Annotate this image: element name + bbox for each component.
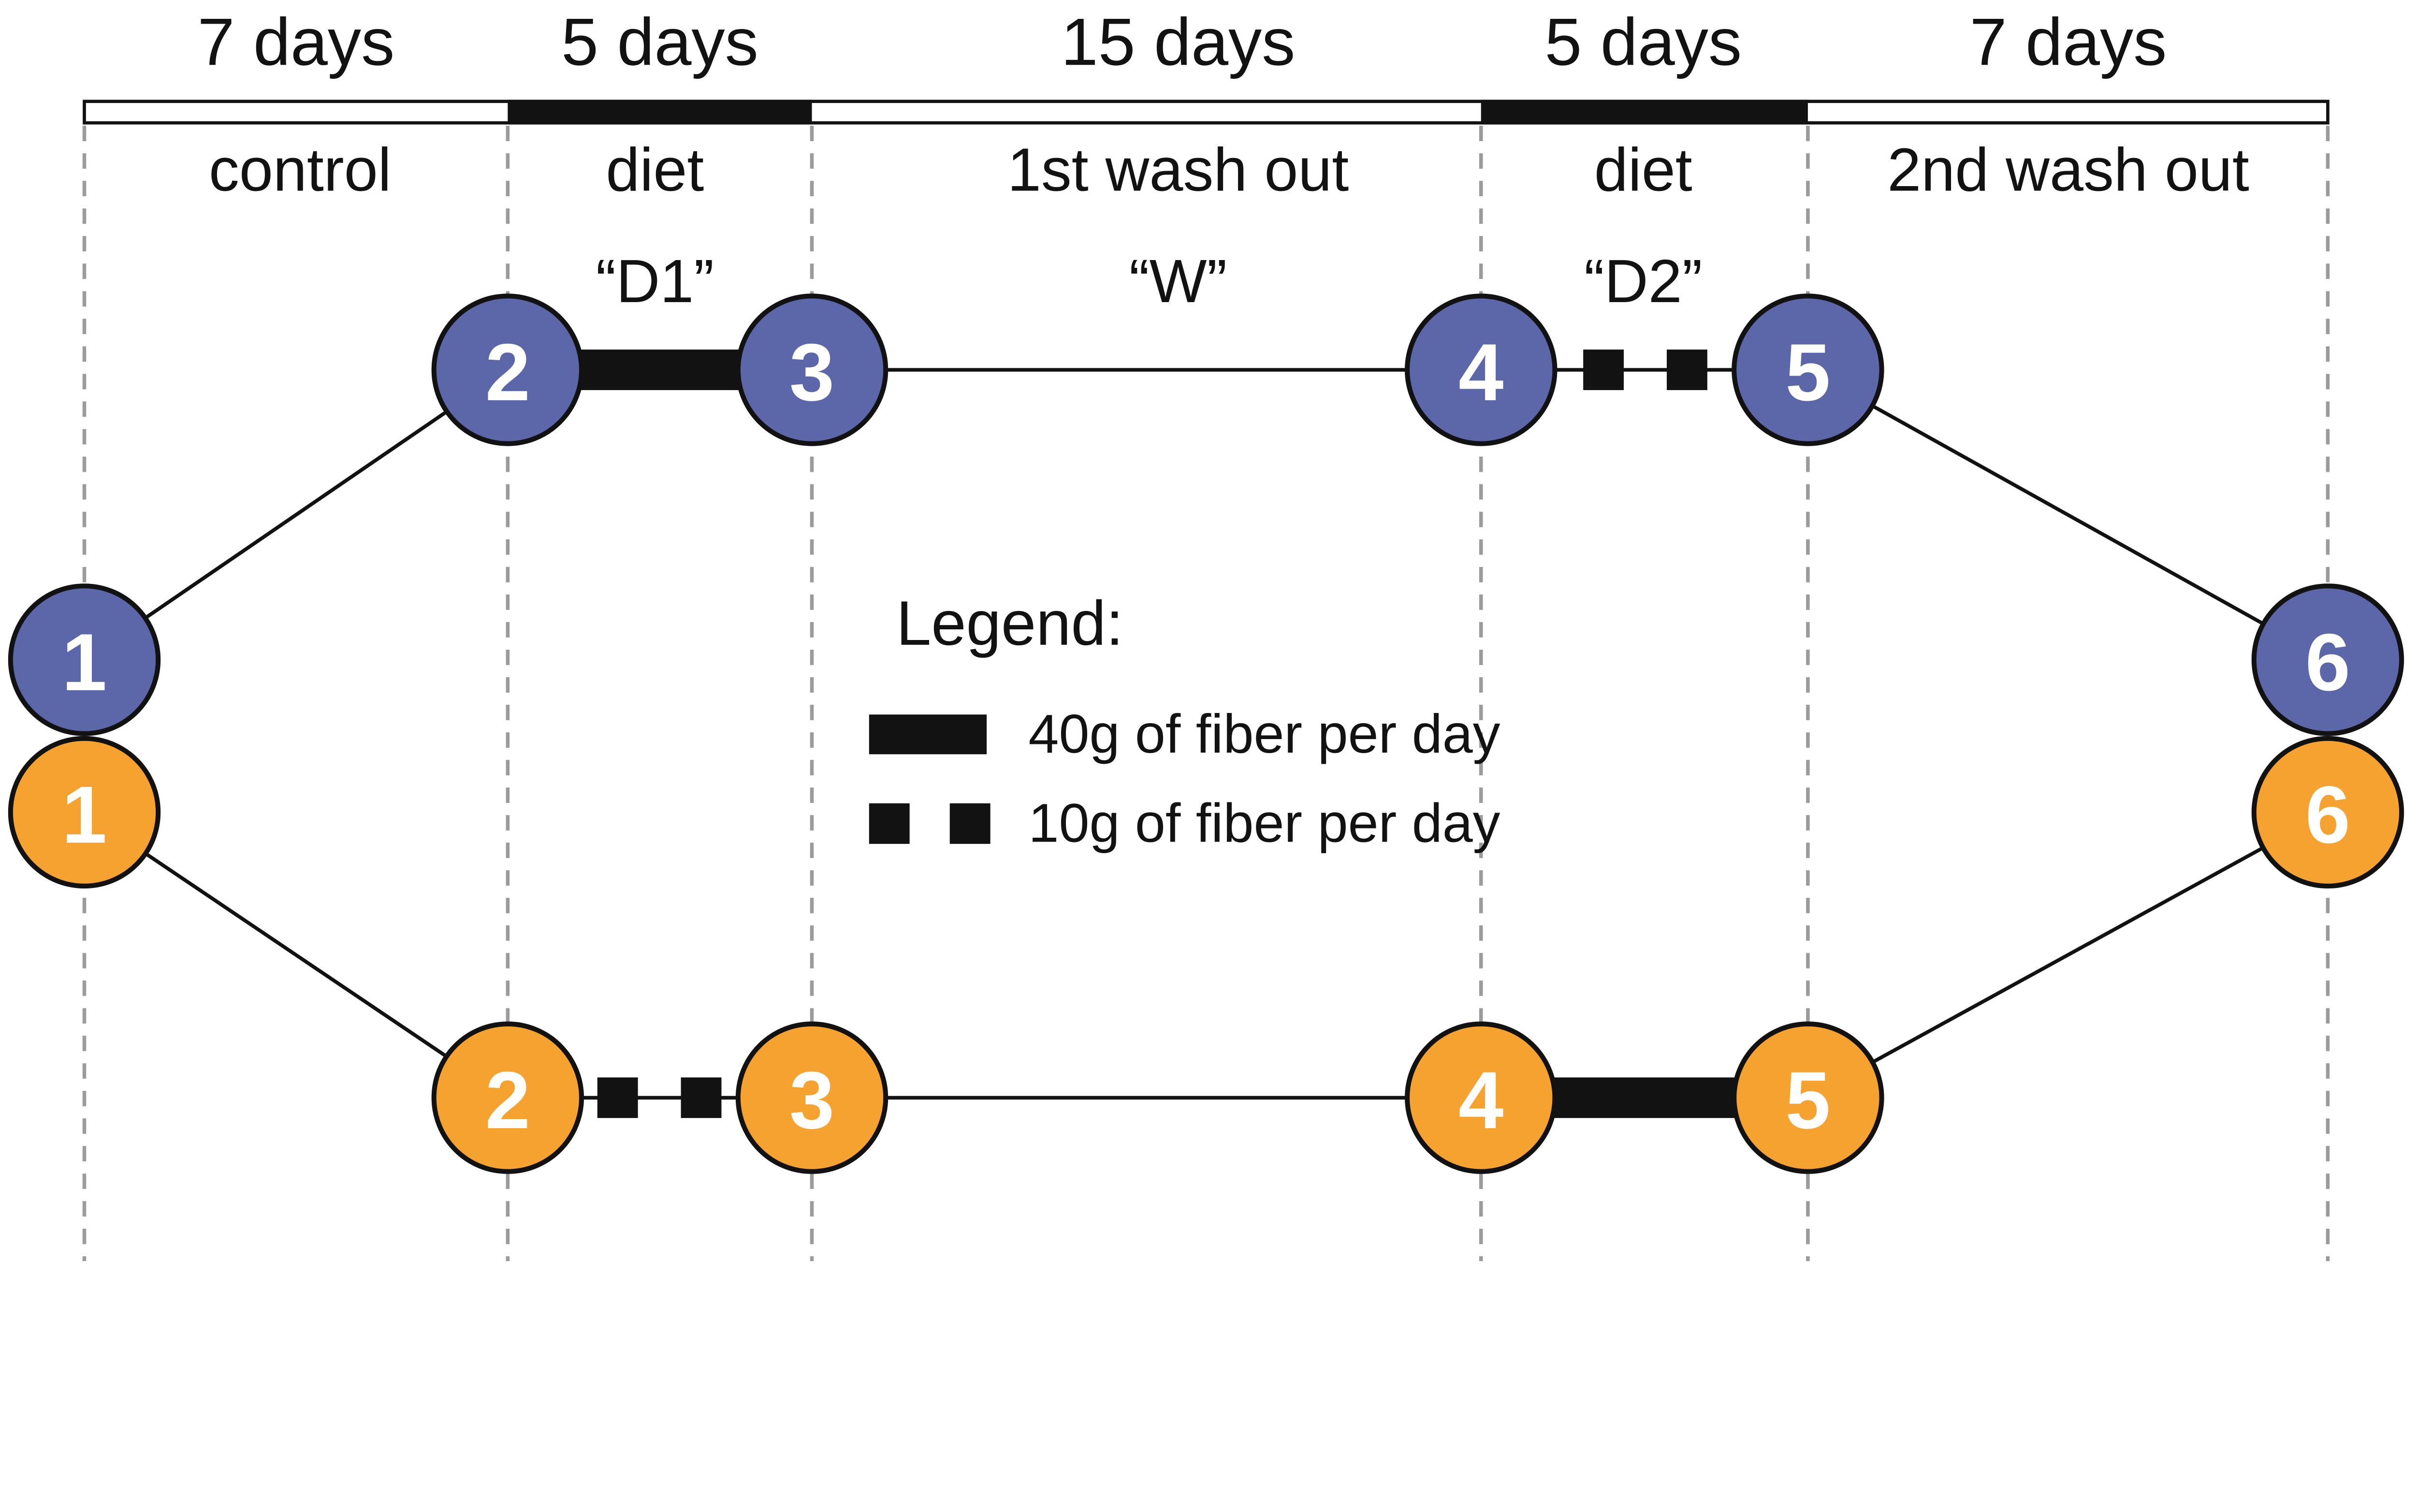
- node-orange-5: [1732, 1021, 1884, 1174]
- duration-label-diet2: 5 days: [1544, 5, 1742, 79]
- node-orange-3: [735, 1021, 888, 1174]
- link-blue-4-5-square-10g: [1583, 349, 1624, 391]
- duration-label-diet1: 5 days: [561, 5, 758, 79]
- legend-title: Legend:: [896, 588, 1123, 658]
- phase-label-diet2: diet: [1594, 135, 1692, 204]
- duration-label-control: 7 days: [198, 5, 395, 79]
- link-orange-5-6-thin: [1807, 811, 2329, 1100]
- node-orange-6-label: 6: [2305, 769, 2350, 860]
- link-blue-4-5-square-10g: [1666, 349, 1707, 391]
- link-orange-2-3-square-10g: [681, 1077, 722, 1118]
- node-blue-4: [1405, 293, 1558, 446]
- link-orange-1-2-thin: [83, 811, 509, 1100]
- orange-arm-nodes: 1 2 3 4 5 6: [8, 736, 2404, 1174]
- code-label-d1: “D1”: [596, 247, 714, 315]
- node-blue-3-label: 3: [789, 327, 834, 418]
- blue-arm-nodes: 1 2 3 4 5 6: [8, 293, 2404, 736]
- legend: Legend: 40g of fiber per day 10g of fibe…: [869, 588, 1500, 854]
- node-blue-4-label: 4: [1458, 327, 1503, 418]
- node-blue-2: [431, 293, 584, 446]
- phase-labels: control diet 1st wash out diet 2nd wash …: [209, 135, 2249, 204]
- timeline-bar-diet1-segment: [508, 100, 812, 125]
- link-orange-2-3-square-10g: [597, 1077, 638, 1118]
- node-orange-1-label: 1: [62, 769, 107, 860]
- phase-label-washout1: 1st wash out: [1007, 135, 1349, 204]
- node-blue-1: [8, 583, 161, 736]
- timeline-bar-frame: [83, 100, 2330, 125]
- node-blue-2-label: 2: [485, 327, 530, 418]
- code-label-w: “W”: [1129, 247, 1227, 315]
- duration-labels: 7 days 5 days 15 days 5 days 7 days: [198, 5, 2167, 79]
- node-orange-4-label: 4: [1458, 1055, 1503, 1146]
- code-labels: “D1” “W” “D2”: [596, 247, 1703, 315]
- node-blue-6-label: 6: [2305, 617, 2350, 708]
- legend-swatch-10g-square: [869, 803, 910, 844]
- legend-label-10g: 10g of fiber per day: [1029, 792, 1500, 854]
- code-label-d2: “D2”: [1584, 247, 1703, 315]
- node-blue-5-label: 5: [1785, 327, 1830, 418]
- legend-swatch-40g-thick-bar: [869, 714, 987, 755]
- node-orange-2-label: 2: [485, 1055, 530, 1146]
- node-orange-1: [8, 736, 161, 889]
- node-blue-3: [735, 293, 888, 446]
- link-blue-1-2-thin: [83, 368, 509, 662]
- timeline-bar: [83, 100, 2330, 125]
- node-orange-4: [1405, 1021, 1558, 1174]
- node-blue-5: [1732, 293, 1884, 446]
- legend-swatch-10g-square: [949, 803, 990, 844]
- link-blue-5-6-thin: [1807, 368, 2329, 662]
- timeline-bar-diet2-segment: [1481, 100, 1808, 125]
- node-orange-5-label: 5: [1785, 1055, 1830, 1146]
- node-orange-3-label: 3: [789, 1055, 834, 1146]
- node-blue-6: [2251, 583, 2404, 736]
- node-orange-2: [431, 1021, 584, 1174]
- phase-label-washout2: 2nd wash out: [1887, 135, 2249, 204]
- duration-label-washout1: 15 days: [1061, 5, 1296, 79]
- node-blue-1-label: 1: [62, 617, 107, 708]
- duration-label-washout2: 7 days: [1970, 5, 2167, 79]
- legend-label-40g: 40g of fiber per day: [1029, 703, 1500, 764]
- study-design-diagram: 1 2 3 4 5 6 1 2 3 4 5 6 7 days 5 days 15…: [0, 0, 2417, 1268]
- phase-label-control: control: [209, 135, 392, 204]
- background: [0, 0, 2417, 1268]
- node-orange-6: [2251, 736, 2404, 889]
- phase-label-diet1: diet: [606, 135, 704, 204]
